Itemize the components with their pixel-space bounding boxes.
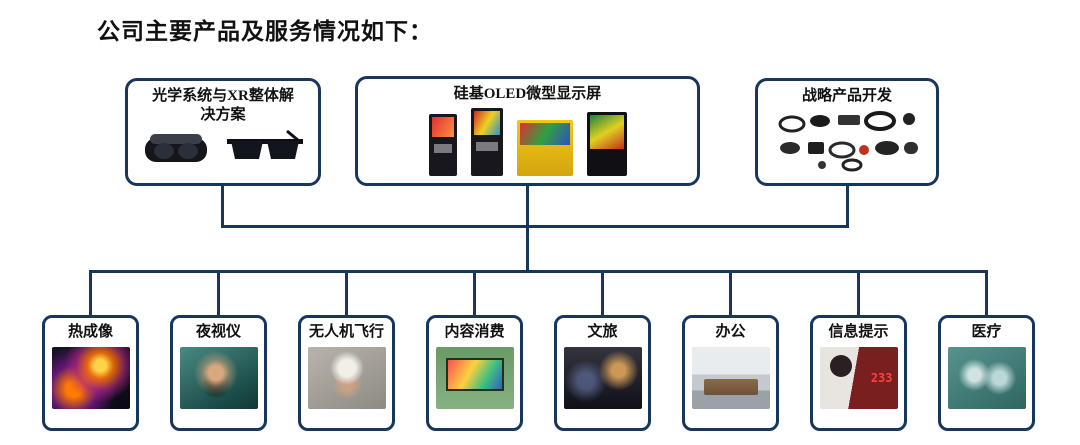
card-office: 办公 bbox=[682, 315, 779, 431]
node-oled-microdisplay: 硅基OLED微型显示屏 bbox=[355, 76, 700, 186]
node-oled-microdisplay-label: 硅基OLED微型显示屏 bbox=[453, 86, 602, 102]
connector-line bbox=[729, 270, 732, 317]
info-display-photo: 233 bbox=[819, 346, 898, 409]
content-consumption-photo bbox=[435, 346, 514, 409]
connector-line bbox=[526, 225, 529, 273]
card-thermal-imaging: 热成像 bbox=[42, 315, 139, 431]
card-medical: 医疗 bbox=[938, 315, 1035, 431]
oled-display-sample-2 bbox=[470, 107, 503, 176]
connector-line bbox=[857, 270, 860, 317]
connector-line bbox=[345, 270, 348, 317]
medical-photo bbox=[947, 346, 1026, 409]
card-label: 医疗 bbox=[971, 324, 1002, 340]
connector-line bbox=[846, 186, 849, 228]
connector-line bbox=[221, 225, 849, 228]
connector-line bbox=[89, 270, 92, 317]
card-label: 文旅 bbox=[587, 324, 618, 340]
drone-flight-photo bbox=[307, 346, 386, 409]
card-label: 无人机飞行 bbox=[308, 324, 384, 340]
card-info-display: 信息提示 233 bbox=[810, 315, 907, 431]
node-strategic-products: 战略产品开发 bbox=[755, 78, 939, 186]
xr-glasses-photo bbox=[141, 129, 305, 169]
card-night-vision: 夜视仪 bbox=[170, 315, 267, 431]
culture-tourism-photo bbox=[563, 346, 642, 409]
connector-line bbox=[89, 270, 988, 273]
oled-display-sample-3 bbox=[516, 119, 573, 176]
node-strategic-products-label: 战略产品开发 bbox=[801, 88, 892, 104]
node-xr-solutions-label: 光学系统与XR整体解决方案 bbox=[152, 88, 294, 123]
card-label: 内容消费 bbox=[444, 324, 505, 340]
ar-headset-icon bbox=[145, 133, 207, 162]
night-vision-photo bbox=[179, 346, 258, 409]
page-title: 公司主要产品及服务情况如下： bbox=[97, 19, 433, 44]
card-label: 信息提示 bbox=[828, 324, 889, 340]
card-label: 热成像 bbox=[67, 324, 113, 340]
connector-line bbox=[217, 270, 220, 317]
card-drone-flight: 无人机飞行 bbox=[298, 315, 395, 431]
smart-glasses-icon bbox=[227, 129, 303, 159]
connector-line bbox=[221, 186, 224, 228]
info-overlay-text: 233 bbox=[870, 370, 893, 385]
oled-microdisplay-products-photo bbox=[428, 107, 627, 176]
connector-line bbox=[601, 270, 604, 317]
node-xr-solutions: 光学系统与XR整体解决方案 bbox=[125, 78, 321, 186]
office-photo bbox=[691, 346, 770, 409]
oled-display-sample-1 bbox=[428, 113, 457, 176]
card-content-consumption: 内容消费 bbox=[426, 315, 523, 431]
card-label: 夜视仪 bbox=[195, 324, 241, 340]
connector-line bbox=[985, 270, 988, 317]
thermal-imaging-photo bbox=[51, 346, 130, 409]
connector-line bbox=[473, 270, 476, 317]
card-label: 办公 bbox=[715, 324, 746, 340]
strategic-components-photo bbox=[778, 110, 918, 172]
card-culture-tourism: 文旅 bbox=[554, 315, 651, 431]
oled-display-sample-4 bbox=[586, 111, 627, 176]
connector-line bbox=[526, 186, 529, 228]
